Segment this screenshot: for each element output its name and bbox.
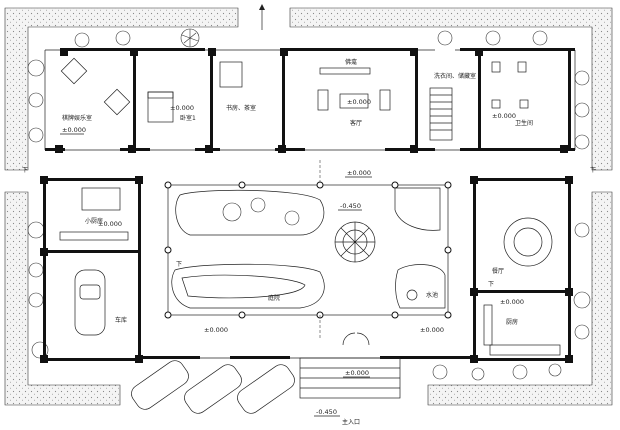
- elevation-mark: ±0.000: [500, 298, 524, 306]
- label-pond: 水池: [426, 291, 438, 299]
- elevation-mark: ±0.000: [62, 126, 86, 134]
- elevation-mark: ±0.000: [204, 326, 228, 334]
- elevation-mark: -0.450: [316, 408, 337, 416]
- dining-table: [503, 217, 553, 267]
- step-down-mark: 下: [488, 281, 494, 288]
- elevation-mark: -0.450: [340, 202, 361, 210]
- room-label-game-room: 棋牌娱乐室: [62, 114, 92, 122]
- room-label-small-kitchen: 小厨房: [85, 217, 103, 225]
- stair: [429, 87, 453, 141]
- step-down-marks: 下 下 下 下: [22, 167, 596, 288]
- courtyard: [164, 160, 452, 340]
- room-label-kitchen: 厨房: [506, 318, 518, 326]
- room-label-laundry-storage: 洗衣间、储藏室: [434, 72, 476, 80]
- label-main-entrance: 主入口: [342, 418, 360, 426]
- landscape-border: [4, 7, 613, 406]
- elevation-mark: ±0.000: [98, 220, 122, 228]
- step-down-mark: 下: [22, 167, 28, 174]
- walls: [40, 48, 576, 363]
- elevation-mark: ±0.000: [347, 169, 371, 177]
- entrance-steps: [299, 332, 401, 399]
- room-label-toilet: 卫生间: [515, 119, 533, 127]
- courtyard-columns: [164, 181, 452, 319]
- elevation-mark: ±0.000: [170, 104, 194, 112]
- car-garage: [74, 269, 106, 336]
- elevation-mark: ±0.000: [492, 112, 516, 120]
- pavilion: [334, 221, 376, 263]
- room-label-living: 客厅: [350, 119, 362, 127]
- room-label-garage: 车库: [115, 316, 127, 324]
- trees: [27, 28, 591, 381]
- elevation-mark: ±0.000: [345, 369, 369, 377]
- label-buddha-shrine: 佛龛: [345, 58, 357, 66]
- room-label-study-tea: 书房、茶室: [226, 104, 256, 112]
- step-down-mark: 下: [176, 261, 182, 268]
- step-down-mark: 下: [590, 167, 596, 174]
- room-label-bedroom1: 卧室1: [180, 114, 196, 122]
- furniture: [59, 4, 561, 414]
- parked-cars: [131, 360, 295, 414]
- elevation-mark: ±0.000: [347, 98, 371, 106]
- room-label-dining: 餐厅: [492, 267, 504, 275]
- room-labels: 棋牌娱乐室 卧室1 书房、茶室 客厅 佛龛 洗衣间、储藏室 卫生间 小厨房 车库…: [62, 58, 533, 426]
- elevation-marks: ±0.000 ±0.000 ±0.000 ±0.000 ±0.000 ±0.00…: [60, 98, 524, 417]
- label-courtyard-garden: 庭院: [268, 294, 280, 302]
- elevation-mark: ±0.000: [420, 326, 444, 334]
